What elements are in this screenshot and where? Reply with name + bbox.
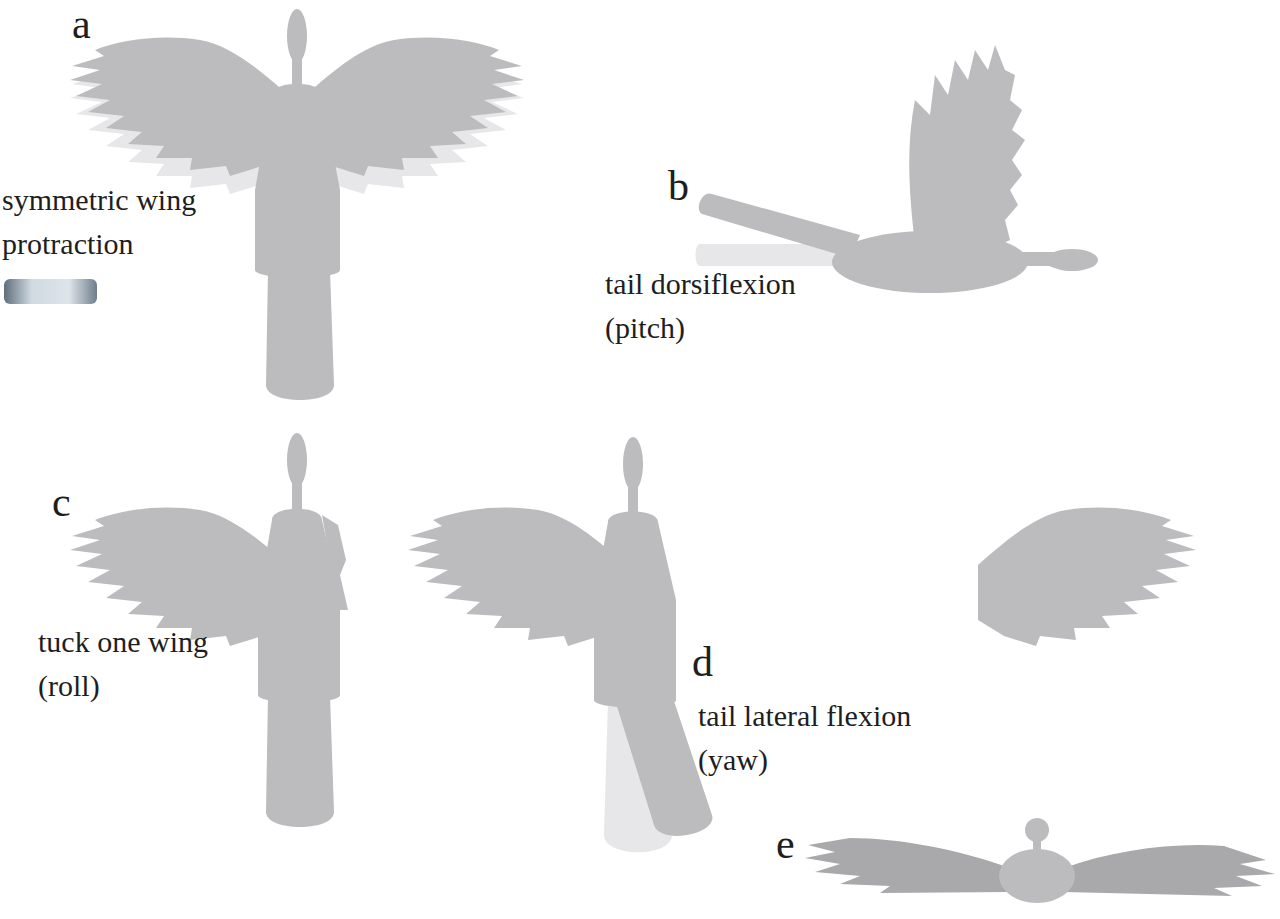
wing: [909, 45, 1025, 250]
tail: [266, 695, 334, 827]
body: [594, 512, 676, 708]
wing-right: [978, 508, 1196, 646]
panel-letter: c: [52, 478, 71, 526]
panel-letter: d: [692, 638, 713, 686]
tail: [266, 270, 334, 400]
head: [1025, 818, 1049, 842]
wing-tucked: [322, 515, 348, 610]
bird-d: [408, 437, 1196, 852]
head: [1046, 249, 1098, 271]
wing-right: [1064, 845, 1275, 896]
head: [287, 433, 307, 487]
caption-label: tail dorsiflexion (pitch): [605, 262, 845, 350]
wing-left: [70, 38, 288, 176]
panel-letter: e: [776, 820, 795, 868]
body: [255, 84, 340, 278]
wing-left: [805, 838, 1010, 893]
wing-right: [306, 38, 524, 176]
caption-label: symmetric wing protraction: [2, 178, 252, 266]
wing-left: [408, 508, 626, 646]
bird-b: [696, 45, 1099, 293]
blurred-icon: [4, 279, 97, 304]
tail: [615, 695, 712, 836]
tail: [699, 193, 860, 258]
head: [623, 437, 643, 491]
caption-label: tuck one wing (roll): [38, 620, 253, 708]
head: [287, 9, 307, 63]
panel-letter: b: [668, 162, 689, 210]
panel-letter: a: [72, 0, 91, 48]
caption-label: tail lateral flexion (yaw): [698, 694, 968, 782]
body: [999, 849, 1075, 903]
bird-e: [805, 818, 1275, 903]
